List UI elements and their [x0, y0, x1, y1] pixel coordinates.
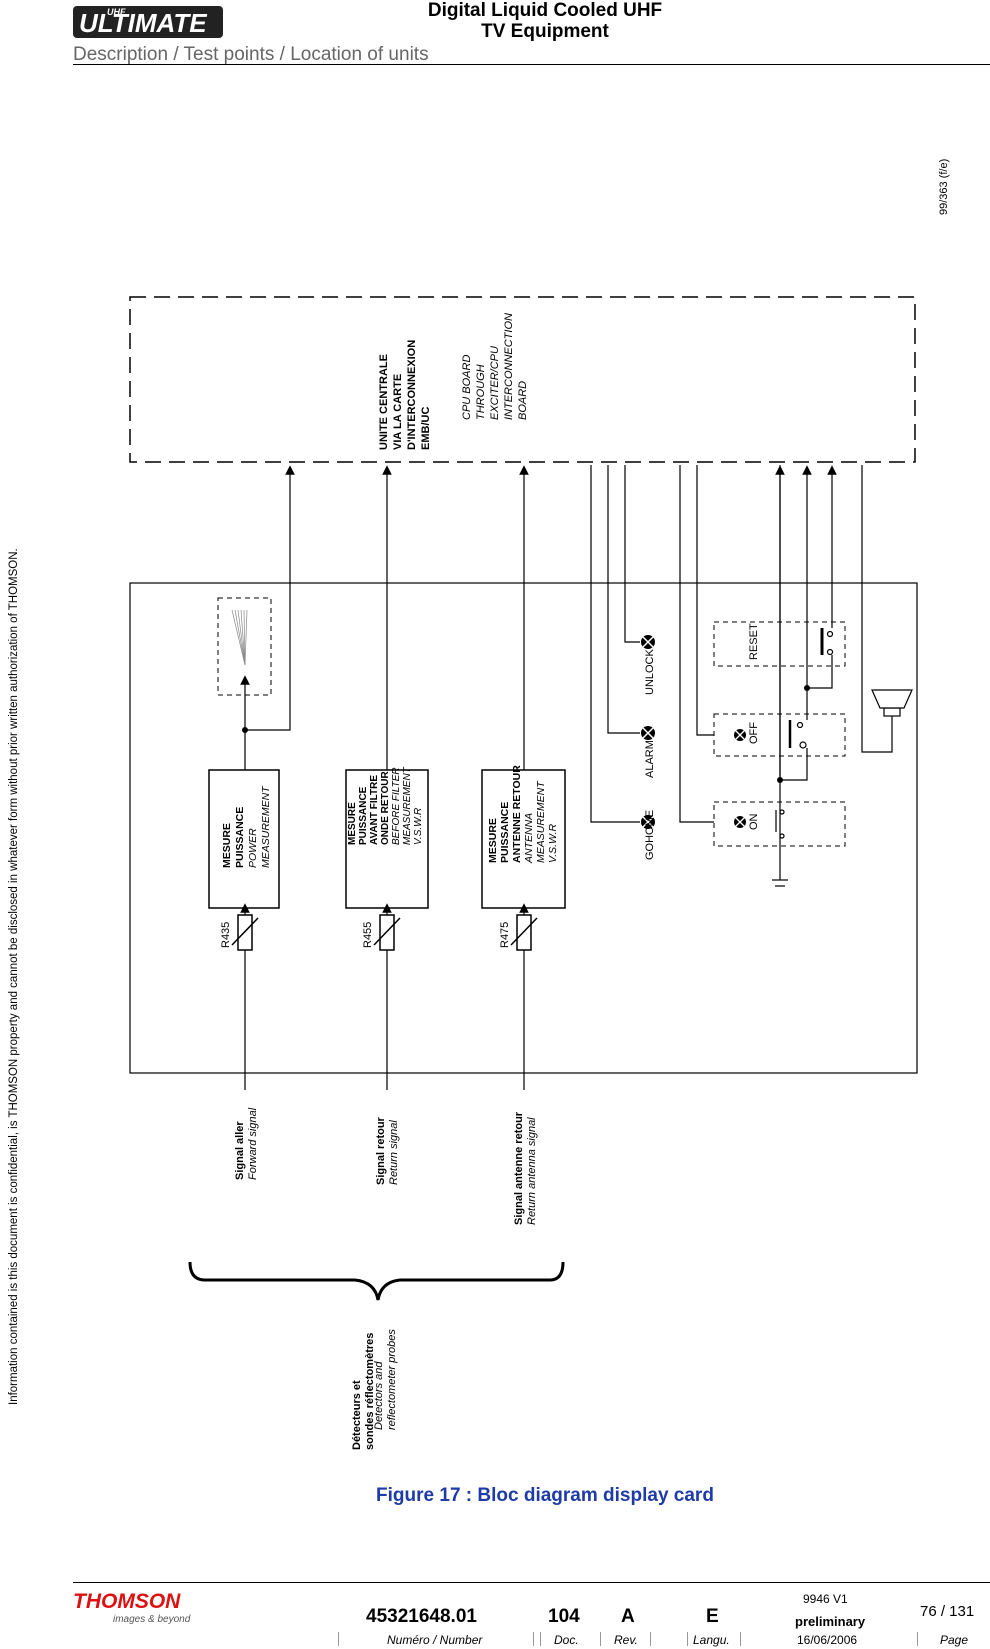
date: 16/06/2006	[797, 1633, 858, 1647]
label-langu: Langu.	[693, 1633, 730, 1647]
svg-text:CPU BOARD: CPU BOARD	[461, 355, 473, 420]
svg-text:ONDE RETOUR: ONDE RETOUR	[380, 771, 391, 845]
section-subtitle: Description / Test points / Location of …	[73, 44, 429, 65]
svg-text:PUISSANCE: PUISSANCE	[499, 802, 511, 863]
resistor-r475	[510, 914, 538, 951]
forward-signal-fr: Signal aller	[234, 1121, 246, 1180]
svg-text:MEASUREMENT: MEASUREMENT	[535, 780, 547, 863]
svg-text:AVANT FILTRE: AVANT FILTRE	[369, 775, 380, 845]
doc-code: 104	[548, 1606, 580, 1627]
svg-text:BOARD: BOARD	[517, 381, 529, 420]
svg-text:MEASUREMENT: MEASUREMENT	[402, 766, 413, 845]
language: E	[706, 1606, 719, 1627]
cpu-label-fr: UNITE CENTRALE VIA LA CARTE D'INTERCONNE…	[378, 340, 432, 450]
bargraph-box	[217, 597, 272, 696]
label-number: Numéro / Number	[387, 1633, 483, 1647]
brace-icon	[188, 1261, 565, 1301]
svg-text:UNITE CENTRALE: UNITE CENTRALE	[378, 354, 390, 450]
svg-text:MEASUREMENT: MEASUREMENT	[260, 785, 272, 868]
reset-label: RESET	[748, 623, 760, 660]
document-number: 45321648.01	[366, 1606, 477, 1627]
svg-text:VIA LA CARTE: VIA LA CARTE	[392, 374, 404, 450]
logo-text: ULTIMATE	[79, 8, 207, 38]
resistor-r435	[231, 914, 259, 951]
svg-text:V.S.W.R: V.S.W.R	[547, 824, 559, 864]
cpu-box	[129, 296, 916, 463]
buzzer-icon	[871, 689, 913, 717]
antenna-signal-fr: Signal antenne retour	[513, 1111, 525, 1225]
off-label: OFF	[748, 722, 760, 744]
block-diagram: 99/363 (f/e) UNITE CENTRALE VIA LA CARTE…	[129, 159, 950, 1450]
ultimate-logo: ULTIMATE UHF	[73, 2, 233, 40]
thomson-logo: THOMSON images & beyond	[73, 1590, 191, 1625]
svg-text:MESURE: MESURE	[221, 823, 233, 868]
r435-label: R435	[220, 922, 232, 948]
return-signal-fr: Signal retour	[375, 1116, 387, 1185]
unlock-label: UNLOCK	[644, 648, 656, 695]
r475-label: R475	[499, 922, 511, 948]
cpu-label-en: CPU BOARD THROUGH EXCITER/CPU INTERCONNE…	[461, 313, 529, 420]
gohome-label: GOHOME	[644, 810, 656, 860]
drawing-reference: 99/363 (f/e)	[938, 159, 950, 215]
version: 9946 V1	[803, 1592, 848, 1606]
svg-text:EXCITER/CPU: EXCITER/CPU	[489, 346, 501, 420]
svg-text:ANTENNA: ANTENNA	[523, 813, 535, 864]
return-signal-en: Return signal	[388, 1120, 400, 1185]
resistor-r455	[373, 914, 401, 951]
antenna-signal-en: Return antenna signal	[526, 1117, 538, 1225]
led-unlock-icon	[641, 635, 655, 649]
svg-text:MESURE: MESURE	[487, 818, 499, 863]
label-page: Page	[940, 1633, 969, 1647]
off-led-icon	[734, 729, 746, 741]
detectors-fr-2: sondes réflectomètres	[364, 1333, 376, 1450]
ground-icon	[772, 879, 788, 887]
label-doc: Doc.	[554, 1633, 579, 1647]
status: preliminary	[795, 1614, 866, 1629]
svg-text:EMB/UC: EMB/UC	[420, 407, 432, 450]
svg-text:PUISSANCE: PUISSANCE	[358, 786, 369, 845]
bargraph-icon	[231, 609, 248, 666]
figure-caption: Figure 17 : Bloc diagram display card	[376, 1485, 714, 1506]
on-label: ON	[748, 813, 760, 830]
title-line-1: Digital Liquid Cooled UHF	[427, 0, 663, 21]
led-alarm-icon	[641, 726, 655, 740]
document-title: Digital Liquid Cooled UHF TV Equipment	[360, 0, 730, 42]
svg-text:POWER: POWER	[247, 828, 259, 868]
title-line-2: TV Equipment	[481, 21, 609, 42]
svg-text:MESURE: MESURE	[347, 802, 358, 845]
forward-signal-en: Forward signal	[247, 1107, 259, 1180]
page-number: 76 / 131	[920, 1603, 975, 1620]
footer-divider	[73, 1582, 990, 1583]
alarm-label: ALARM	[644, 740, 656, 778]
label-rev: Rev.	[614, 1633, 638, 1647]
led-gohome-icon	[641, 815, 655, 829]
svg-text:INTERCONNECTION: INTERCONNECTION	[503, 313, 515, 420]
logo-sup: UHF	[107, 7, 126, 17]
detectors-en-1: Detectors and	[373, 1361, 385, 1430]
svg-text:V.S.W.R: V.S.W.R	[413, 808, 424, 845]
on-led-icon	[734, 816, 746, 828]
detectors-en-2: reflectometer probes	[386, 1329, 398, 1430]
svg-text:BEFORE FILTER: BEFORE FILTER	[391, 767, 402, 845]
svg-text:THROUGH: THROUGH	[475, 364, 487, 420]
svg-text:ANTENNE RETOUR: ANTENNE RETOUR	[511, 765, 523, 863]
revision: A	[621, 1606, 635, 1627]
header-divider	[73, 64, 990, 65]
r455-label: R455	[362, 922, 374, 948]
svg-text:D'INTERCONNEXION: D'INTERCONNEXION	[406, 340, 418, 450]
svg-text:PUISSANCE: PUISSANCE	[234, 807, 246, 868]
detectors-fr-1: Détecteurs et	[351, 1380, 363, 1450]
